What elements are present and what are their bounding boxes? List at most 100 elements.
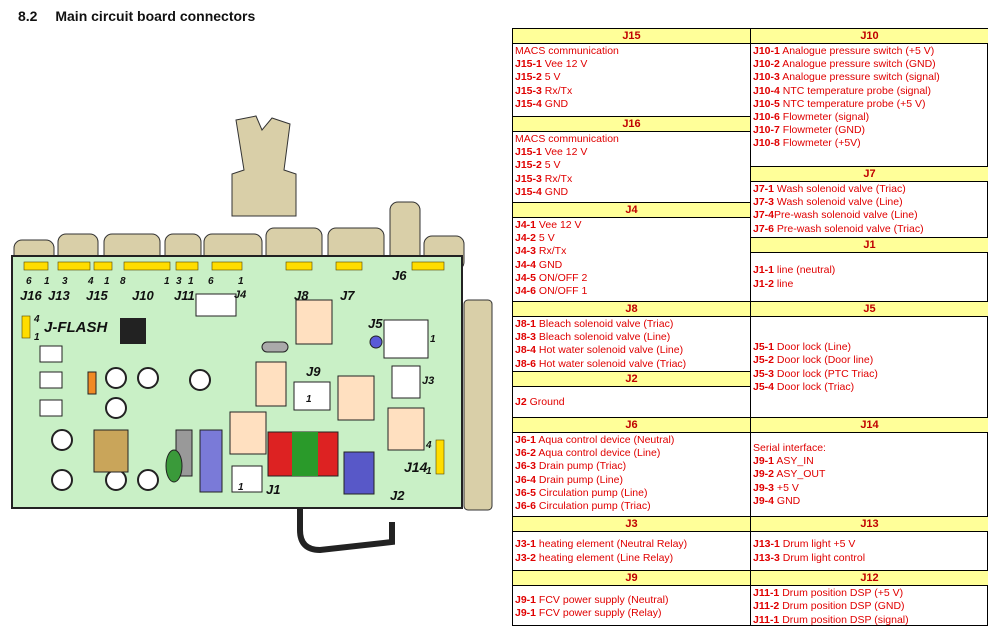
pin-code: J9-1 <box>515 593 537 606</box>
pin-label: 1 <box>306 394 312 405</box>
connector-header-j7: J7 <box>751 167 988 182</box>
pin-row: J15-1 Vee 12 V <box>515 146 748 159</box>
label-j13: J13 <box>48 288 70 303</box>
pin-description: ASY_IN <box>774 455 814 468</box>
pin-code: J9-4 <box>753 494 775 507</box>
pin-row: J8-1 Bleach solenoid valve (Triac) <box>515 318 748 331</box>
connector-header-j15: J15 <box>513 29 750 44</box>
connector-header-j8: J8 <box>513 302 750 317</box>
pin-code: J2 <box>515 395 527 408</box>
connector-header-j1: J1 <box>751 238 988 253</box>
label-j8: J8 <box>294 288 309 303</box>
pin-code: J9-3 <box>753 481 775 494</box>
connector-body-j3: J3-1 heating element (Neutral Relay)J3-2… <box>513 532 750 571</box>
pin-row: Serial interface: <box>753 442 986 455</box>
pin-description: Flowmeter (+5V) <box>779 137 861 150</box>
pin-row: J11-1 Drum position DSP (signal) <box>753 614 986 627</box>
pin-description: line <box>774 277 794 290</box>
pin-row: J5-1 Door lock (Line) <box>753 341 986 354</box>
pin-description: NTC temperature probe (signal) <box>779 84 932 97</box>
label-j16: J16 <box>20 288 42 303</box>
connector-header-j3: J3 <box>513 517 750 532</box>
pin-code: J8-6 <box>515 357 537 370</box>
connector-body-j5: J5-1 Door lock (Line)J5-2 Door lock (Doo… <box>751 317 988 418</box>
pin-row: J13-3 Drum light control <box>753 552 986 565</box>
pin-description: Vee 12 V <box>541 58 588 71</box>
pin-description: Drain pump (Line) <box>536 473 623 486</box>
pin-code: J9-2 <box>753 468 775 481</box>
pin-description: ON/OFF 2 <box>536 271 588 284</box>
label-j6: J6 <box>392 268 407 283</box>
pin-code: J10-6 <box>753 111 780 124</box>
label-j10: J10 <box>132 288 154 303</box>
pin-label: 1 <box>164 276 170 287</box>
pin-code: J4-1 <box>515 219 537 231</box>
connector-header-j16: J16 <box>513 117 750 132</box>
pin-row: J1-2 line <box>753 278 986 291</box>
pin-row: J4-5 ON/OFF 2 <box>515 272 748 285</box>
pin-headers <box>21 261 445 475</box>
pin-code: J8-1 <box>515 318 537 330</box>
pin-row: J8-3 Bleach solenoid valve (Line) <box>515 331 748 344</box>
pin-code: J4-5 <box>515 271 537 284</box>
pin-row: J7-6 Pre-wash solenoid valve (Triac) <box>753 223 986 236</box>
pin-row: J6-1 Aqua control device (Neutral) <box>515 434 748 447</box>
pin-label: 1 <box>238 482 244 493</box>
pin-code: J10-8 <box>753 137 780 150</box>
pin-description: heating element (Line Relay) <box>536 551 674 564</box>
pin-code: J11-1 <box>753 613 780 626</box>
pin-code: J13-1 <box>753 538 780 551</box>
label-j7: J7 <box>340 288 355 303</box>
pin-description: Door lock (Triac) <box>774 380 855 393</box>
pin-row: J7-1 Wash solenoid valve (Triac) <box>753 183 986 196</box>
pin-description: Analogue pressure switch (signal) <box>779 71 940 84</box>
pin-description: Flowmeter (GND) <box>779 124 866 137</box>
connector-header-j2: J2 <box>513 372 750 387</box>
connector-header-j6: J6 <box>513 418 750 433</box>
pin-description: Pre-wash solenoid valve (Line) <box>774 209 918 222</box>
pin-description: Wash solenoid valve (Triac) <box>774 183 906 195</box>
pin-description: Hot water solenoid valve (Triac) <box>536 357 687 370</box>
pin-row: J5-3 Door lock (PTC Triac) <box>753 368 986 381</box>
pin-row: J7-4Pre-wash solenoid valve (Line) <box>753 209 986 222</box>
pin-row: J15-4 GND <box>515 186 748 199</box>
pin-row: J15-1 Vee 12 V <box>515 58 748 71</box>
pin-description: Aqua control device (Line) <box>536 447 661 460</box>
pin-row: J15-3 Rx/Tx <box>515 85 748 98</box>
pin-description: FCV power supply (Neutral) <box>536 593 669 606</box>
section-title: Main circuit board connectors <box>55 8 256 24</box>
pin-code: J6-2 <box>515 447 537 460</box>
pin-code: J11-1 <box>753 587 780 600</box>
pin-code: J15-2 <box>515 71 542 84</box>
pin-row: J4-4 GND <box>515 259 748 272</box>
pin-description: GND <box>536 258 563 271</box>
pin-description: heating element (Neutral Relay) <box>536 538 688 551</box>
pin-code: J9-1 <box>515 607 537 619</box>
pin-description: NTC temperature probe (+5 V) <box>779 97 926 110</box>
pin-row: J15-2 5 V <box>515 71 748 84</box>
connector-body-j9: J9-1 FCV power supply (Neutral)J9-1 FCV … <box>513 586 750 628</box>
pin-description: Pre-wash solenoid valve (Triac) <box>774 222 924 235</box>
pin-row: J9-1 FCV power supply (Neutral) <box>515 594 748 607</box>
pin-description: GND <box>774 494 801 507</box>
connector-body-j6: J6-1 Aqua control device (Neutral)J6-2 A… <box>513 433 750 517</box>
connector-body-j2: J2 Ground <box>513 387 750 418</box>
pin-code: J1-2 <box>753 277 775 290</box>
pin-code: J15-3 <box>515 172 542 185</box>
label-j14: J14 <box>404 459 428 475</box>
pin-code: J4-4 <box>515 258 537 271</box>
pin-code: J6-6 <box>515 500 537 513</box>
pin-code: J5-1 <box>753 341 775 354</box>
connector-header-j13: J13 <box>751 517 988 532</box>
connector-header-j10: J10 <box>751 29 988 44</box>
pin-description: Drum position DSP (signal) <box>779 613 909 626</box>
pin-row: J13-1 Drum light +5 V <box>753 538 986 551</box>
